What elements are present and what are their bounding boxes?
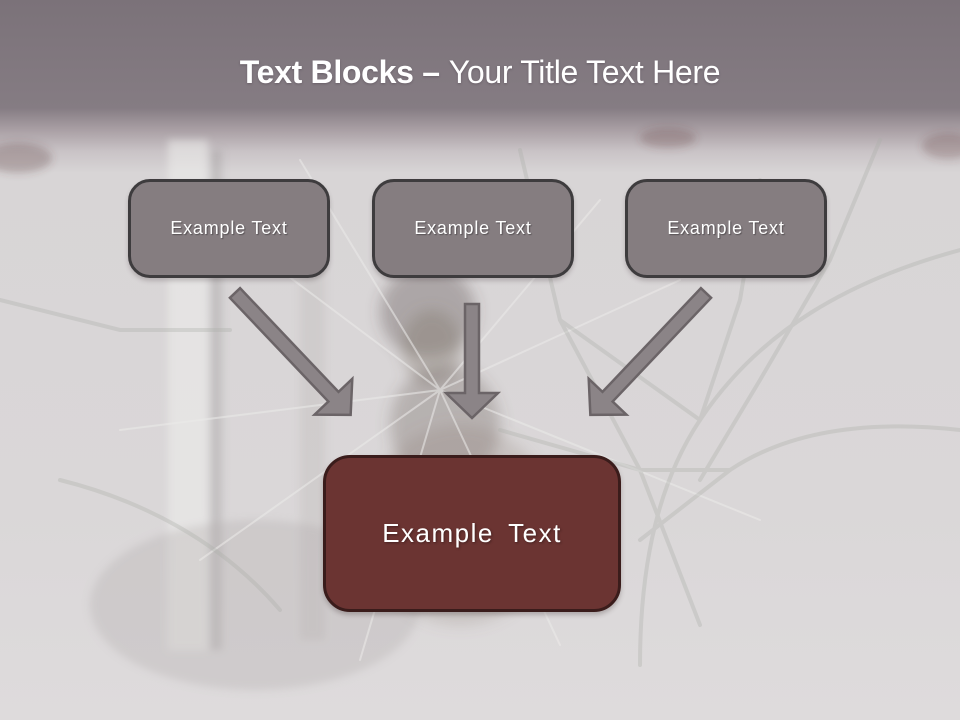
- text-block-2-label: Example Text: [414, 218, 532, 238]
- center-down-arrow-icon: [442, 302, 502, 420]
- text-block-3-label: Example Text: [667, 218, 785, 238]
- result-block[interactable]: Example Text: [323, 455, 621, 612]
- text-block-2[interactable]: Example Text: [372, 179, 574, 278]
- result-block-label: Example Text: [382, 518, 562, 548]
- title-topic: Text Blocks –: [239, 54, 440, 90]
- right-diagonal-arrow-icon: [587, 286, 713, 417]
- text-block-3[interactable]: Example Text: [625, 179, 827, 278]
- left-diagonal-arrow-icon: [228, 286, 354, 417]
- text-block-1[interactable]: Example Text: [128, 179, 330, 278]
- slide-title[interactable]: Text Blocks –Your Title Text Here: [0, 52, 960, 92]
- text-block-1-label: Example Text: [170, 218, 288, 238]
- title-placeholder: Your Title Text Here: [448, 54, 721, 90]
